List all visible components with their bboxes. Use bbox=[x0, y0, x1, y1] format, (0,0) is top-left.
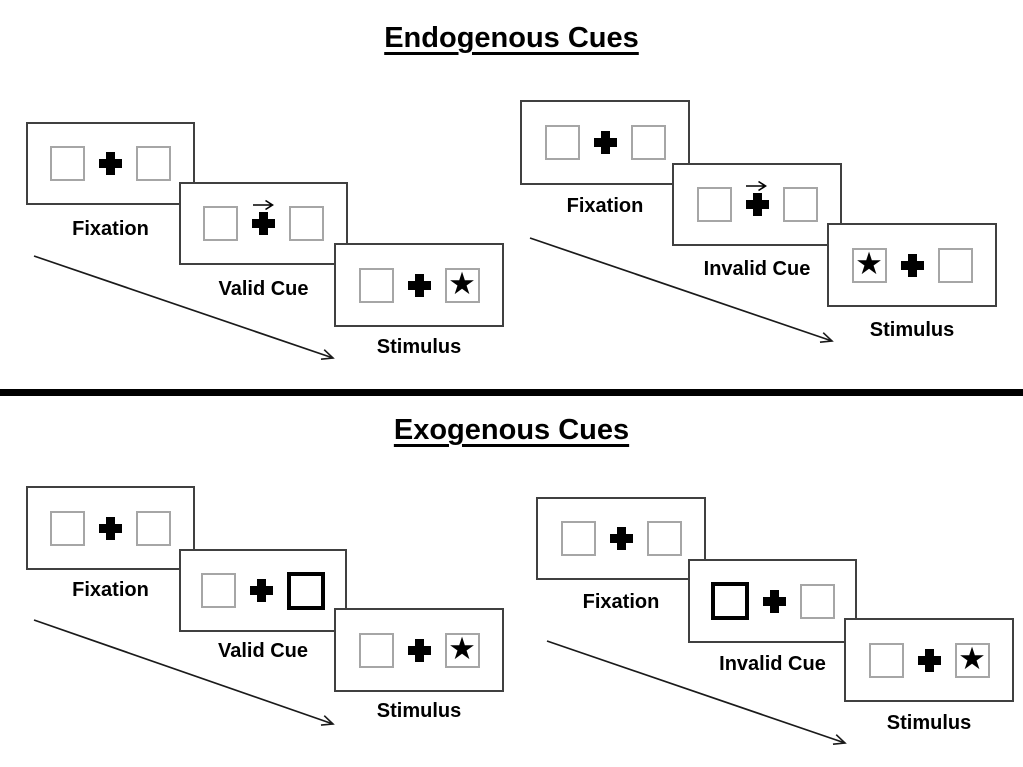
section-title-exogenous: Exogenous Cues bbox=[393, 414, 630, 446]
fixation-panel bbox=[26, 122, 195, 205]
placeholder-box-right bbox=[782, 187, 818, 222]
target-box-right: ★ bbox=[444, 630, 480, 668]
placeholder-box-left bbox=[868, 642, 904, 678]
panel-label: Fixation bbox=[72, 218, 149, 240]
valid-cue-panel bbox=[179, 182, 348, 265]
placeholder-box-right bbox=[646, 521, 682, 556]
invalid-cue-panel bbox=[688, 559, 857, 643]
fixation-cross-icon bbox=[593, 131, 617, 154]
target-box-right: ★ bbox=[444, 265, 480, 303]
panel-label: Valid Cue bbox=[217, 640, 309, 662]
fixation-cross-icon bbox=[407, 273, 431, 297]
placeholder-box-right bbox=[937, 247, 973, 283]
placeholder-box-left bbox=[696, 187, 732, 222]
placeholder-box-right bbox=[136, 510, 171, 546]
placeholder-box-right bbox=[799, 583, 835, 619]
invalid-cue-panel bbox=[672, 163, 842, 246]
placeholder-box-right bbox=[630, 125, 666, 160]
fixation-cross-icon bbox=[762, 589, 786, 613]
stimulus-panel: ★ bbox=[844, 618, 1014, 702]
panel-label: Fixation bbox=[566, 195, 644, 217]
fixation-cross-icon bbox=[99, 516, 122, 540]
cue-box-left bbox=[710, 582, 749, 620]
time-course-arrow bbox=[529, 237, 834, 343]
star-stimulus-icon: ★ bbox=[958, 640, 986, 677]
placeholder-box-left bbox=[358, 267, 394, 303]
panel-label: Stimulus bbox=[869, 319, 955, 341]
target-box-left: ★ bbox=[851, 245, 887, 283]
time-course-arrow bbox=[33, 255, 335, 360]
panel-label: Stimulus bbox=[376, 336, 462, 358]
fixation-cross-icon bbox=[250, 579, 273, 602]
placeholder-box-left bbox=[544, 125, 580, 160]
placeholder-box-left bbox=[358, 632, 394, 668]
panel-label: Invalid Cue bbox=[719, 653, 826, 675]
star-stimulus-icon: ★ bbox=[448, 630, 476, 667]
panel-label: Invalid Cue bbox=[703, 258, 811, 280]
panel-label: Stimulus bbox=[886, 712, 972, 734]
star-stimulus-icon: ★ bbox=[855, 245, 883, 282]
fixation-cross-icon bbox=[407, 638, 431, 662]
placeholder-box-right bbox=[136, 146, 171, 181]
fixation-cross-icon bbox=[609, 527, 633, 550]
fixation-panel bbox=[26, 486, 195, 570]
fixation-panel bbox=[520, 100, 690, 185]
placeholder-box-right bbox=[289, 206, 324, 241]
stimulus-panel: ★ bbox=[334, 243, 504, 327]
fixation-cross-icon bbox=[917, 648, 941, 672]
placeholder-box-left bbox=[201, 573, 236, 608]
fixation-cross-icon bbox=[900, 253, 924, 277]
time-course-arrow bbox=[33, 619, 335, 726]
panel-label: Fixation bbox=[582, 591, 660, 613]
placeholder-box-left bbox=[50, 146, 85, 181]
section-title-endogenous: Endogenous Cues bbox=[384, 22, 639, 54]
panel-label: Fixation bbox=[72, 579, 149, 601]
panel-label: Stimulus bbox=[376, 700, 462, 722]
valid-cue-panel bbox=[179, 549, 347, 632]
fixation-cross-icon bbox=[745, 193, 769, 216]
placeholder-box-left bbox=[203, 206, 238, 241]
stimulus-panel: ★ bbox=[827, 223, 997, 307]
placeholder-box-left bbox=[560, 521, 596, 556]
fixation-cross-icon bbox=[252, 212, 275, 235]
target-box-right: ★ bbox=[954, 640, 990, 678]
section-divider bbox=[0, 389, 1023, 396]
fixation-cross-icon bbox=[99, 152, 122, 175]
stimulus-panel: ★ bbox=[334, 608, 504, 692]
star-stimulus-icon: ★ bbox=[448, 265, 476, 302]
cue-arrow-right-icon bbox=[746, 180, 767, 192]
cue-box-right bbox=[287, 571, 325, 610]
panel-label: Valid Cue bbox=[218, 278, 309, 300]
cue-arrow-right-icon bbox=[252, 199, 274, 211]
placeholder-box-left bbox=[50, 510, 85, 546]
fixation-panel bbox=[536, 497, 706, 580]
